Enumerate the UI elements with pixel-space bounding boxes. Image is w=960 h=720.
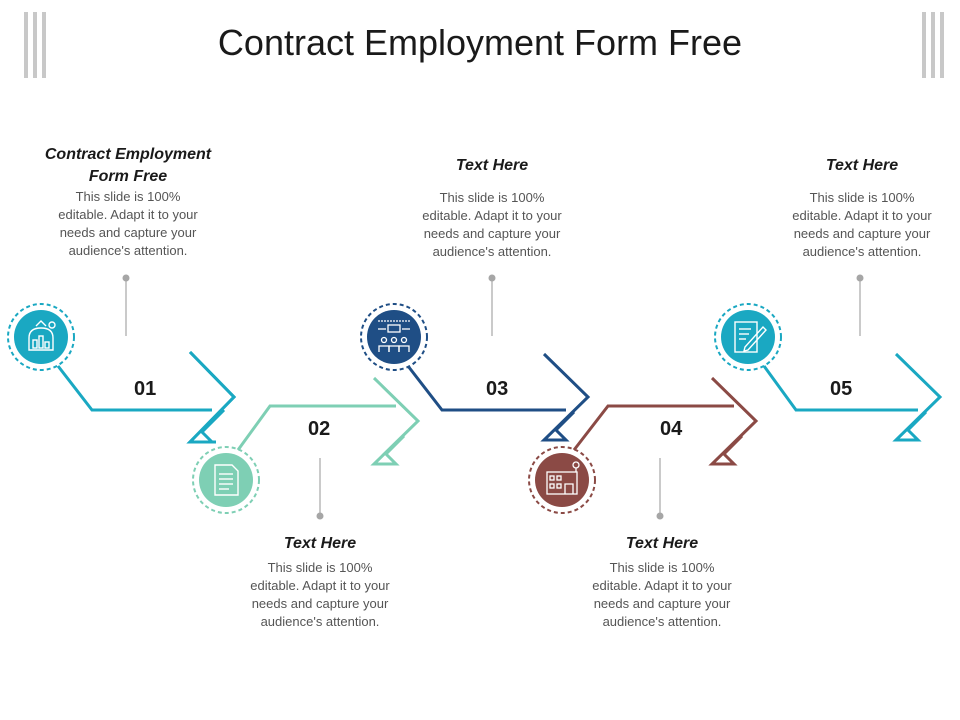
document-icon — [214, 464, 239, 496]
step-05-arrow — [762, 352, 943, 442]
step-05-circle — [714, 303, 782, 371]
step-04-number: 04 — [660, 418, 683, 440]
connector-03 — [488, 274, 496, 336]
step-04-heading: Text Here — [625, 535, 699, 552]
office-building-icon — [546, 461, 580, 495]
house-money-icon — [28, 320, 56, 351]
decorative-bars-left — [24, 12, 46, 78]
decorative-bars-right — [922, 12, 944, 78]
step-02-number: 02 — [308, 418, 331, 440]
step-03-arrow — [406, 352, 591, 442]
step-01-number: 01 — [134, 378, 157, 400]
connector-02 — [316, 458, 324, 520]
step-03-number: 03 — [486, 378, 509, 400]
step-03-heading: Text Here — [455, 157, 529, 174]
step-04-circle — [528, 446, 596, 514]
team-presentation-icon — [378, 320, 410, 352]
step-01-heading: Contract Employment Form Free — [44, 146, 212, 185]
step-04-arrow — [572, 376, 759, 466]
step-04-text-block: Text Here This slide is 100% editable. A… — [562, 533, 762, 631]
contract-signing-icon — [734, 321, 767, 353]
step-02-body: This slide is 100% editable. Adapt it to… — [250, 560, 390, 629]
slide-title: Contract Employment Form Free — [217, 22, 743, 63]
step-04-body: This slide is 100% editable. Adapt it to… — [592, 560, 732, 629]
step-05-text-block: Text Here This slide is 100% editable. A… — [762, 155, 960, 261]
step-01-body: This slide is 100% editable. Adapt it to… — [58, 189, 198, 258]
connector-04 — [656, 458, 664, 520]
step-02-arrow — [236, 376, 421, 466]
step-02-heading: Text Here — [283, 535, 357, 552]
step-02-text-block: Text Here This slide is 100% editable. A… — [220, 533, 420, 631]
step-03-body: This slide is 100% editable. Adapt it to… — [422, 190, 562, 259]
connector-05 — [856, 274, 864, 336]
step-03-circle — [360, 303, 428, 371]
step-03-text-block: Text Here This slide is 100% editable. A… — [392, 155, 592, 261]
step-05-heading: Text Here — [825, 157, 899, 174]
step-05-number: 05 — [830, 378, 853, 400]
step-01-circle — [7, 303, 75, 371]
step-02-circle — [192, 446, 260, 514]
step-01-arrow — [56, 350, 237, 444]
step-01-text-block: Contract Employment Form Free This slide… — [28, 144, 228, 260]
connector-01 — [122, 274, 130, 336]
step-05-body: This slide is 100% editable. Adapt it to… — [792, 190, 932, 259]
